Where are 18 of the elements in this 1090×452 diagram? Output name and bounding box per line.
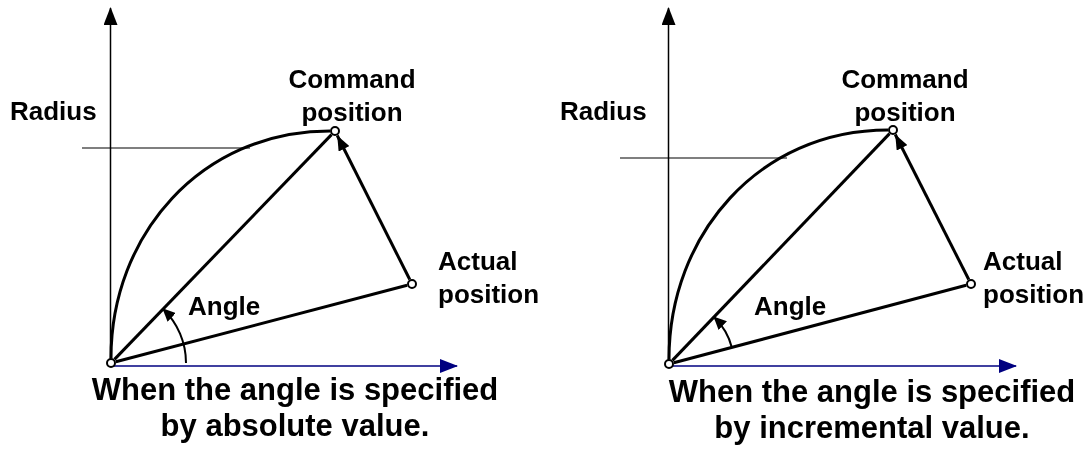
caption: When the angle is specified by absolute value. — [90, 372, 500, 444]
position-point — [664, 359, 674, 369]
caption: When the angle is specified by incremental value. — [667, 374, 1077, 446]
position-point — [888, 125, 898, 135]
position-label: Actual position — [438, 245, 541, 310]
angle-label: Angle — [188, 290, 261, 323]
position-point — [106, 358, 116, 368]
axis-label: Radius — [560, 95, 647, 128]
position-point — [330, 126, 340, 136]
position-point — [966, 279, 976, 289]
position-label: Actual position — [983, 245, 1086, 310]
vector-line — [893, 133, 971, 281]
axis-label: Radius — [10, 95, 97, 128]
position-label: Command position — [840, 63, 970, 128]
vector-line — [335, 134, 412, 281]
angle-label: Angle — [754, 290, 827, 323]
position-label: Command position — [287, 63, 417, 128]
position-point — [407, 279, 417, 289]
